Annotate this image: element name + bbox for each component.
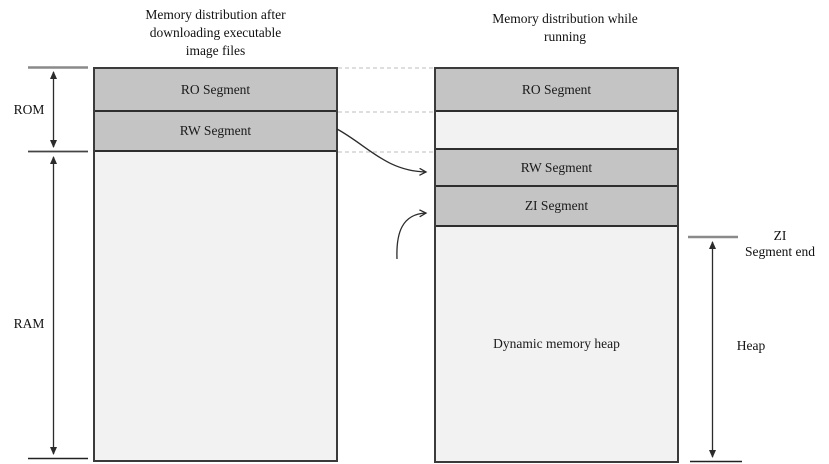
left-rw-segment: RW Segment	[95, 112, 336, 152]
zi-segment-end-label: ZI Segment end	[744, 228, 816, 259]
right-ro-segment: RO Segment	[436, 69, 677, 112]
left-memory-column: RO Segment RW Segment	[93, 67, 338, 462]
right-rw-segment: RW Segment	[436, 150, 677, 187]
left-free-ram-area	[95, 152, 336, 460]
left-column-title: Memory distribution after downloading ex…	[145, 7, 286, 58]
dashed-guide-lines	[338, 67, 433, 153]
zi-init-arrow	[396, 213, 426, 260]
rom-range-label: ROM	[13, 102, 45, 117]
heap-range-label: Heap	[736, 338, 766, 353]
ram-range-label: RAM	[13, 316, 45, 331]
left-rw-segment-label: RW Segment	[179, 123, 252, 138]
right-dynamic-heap: Dynamic memory heap	[436, 227, 677, 461]
right-empty-gap	[436, 112, 677, 150]
ram-extent-arrow	[28, 156, 88, 460]
right-zi-segment: ZI Segment	[436, 187, 677, 227]
left-ro-segment-label: RO Segment	[180, 81, 251, 97]
left-ro-segment: RO Segment	[95, 69, 336, 112]
right-dynamic-heap-label: Dynamic memory heap	[493, 336, 620, 351]
right-zi-segment-label: ZI Segment	[524, 198, 589, 213]
right-ro-segment-label: RO Segment	[521, 81, 592, 97]
right-column-title: Memory distribution while running	[492, 11, 638, 44]
rw-relocation-arrow	[336, 128, 426, 172]
right-memory-column: RO Segment RW Segment ZI Segment Dynamic…	[434, 67, 679, 463]
right-rw-segment-label: RW Segment	[520, 159, 593, 175]
